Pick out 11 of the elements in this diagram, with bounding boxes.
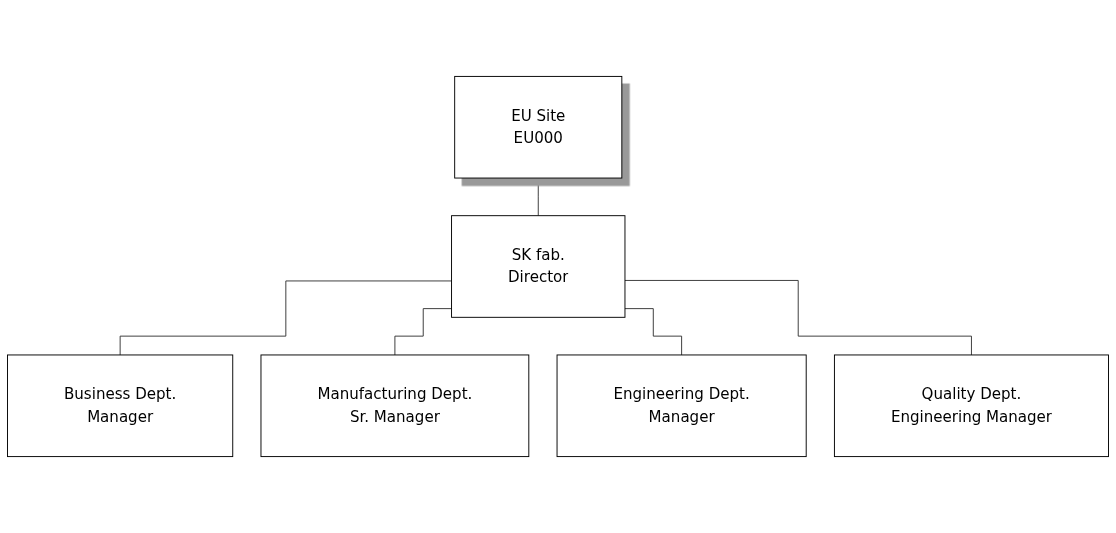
node-box: Manufacturing Dept. Sr. Manager bbox=[260, 354, 530, 458]
node-box: SK fab. Director bbox=[451, 215, 626, 318]
connector bbox=[624, 308, 683, 356]
node-box: Engineering Dept. Manager bbox=[556, 354, 807, 458]
node-box: Business Dept. Manager bbox=[7, 354, 234, 458]
node-box: EU Site EU000 bbox=[454, 75, 623, 179]
connector bbox=[119, 280, 453, 356]
connector bbox=[624, 279, 972, 356]
connector bbox=[394, 308, 453, 356]
connector bbox=[537, 177, 539, 217]
node-box: Quality Dept. Engineering Manager bbox=[833, 354, 1109, 458]
